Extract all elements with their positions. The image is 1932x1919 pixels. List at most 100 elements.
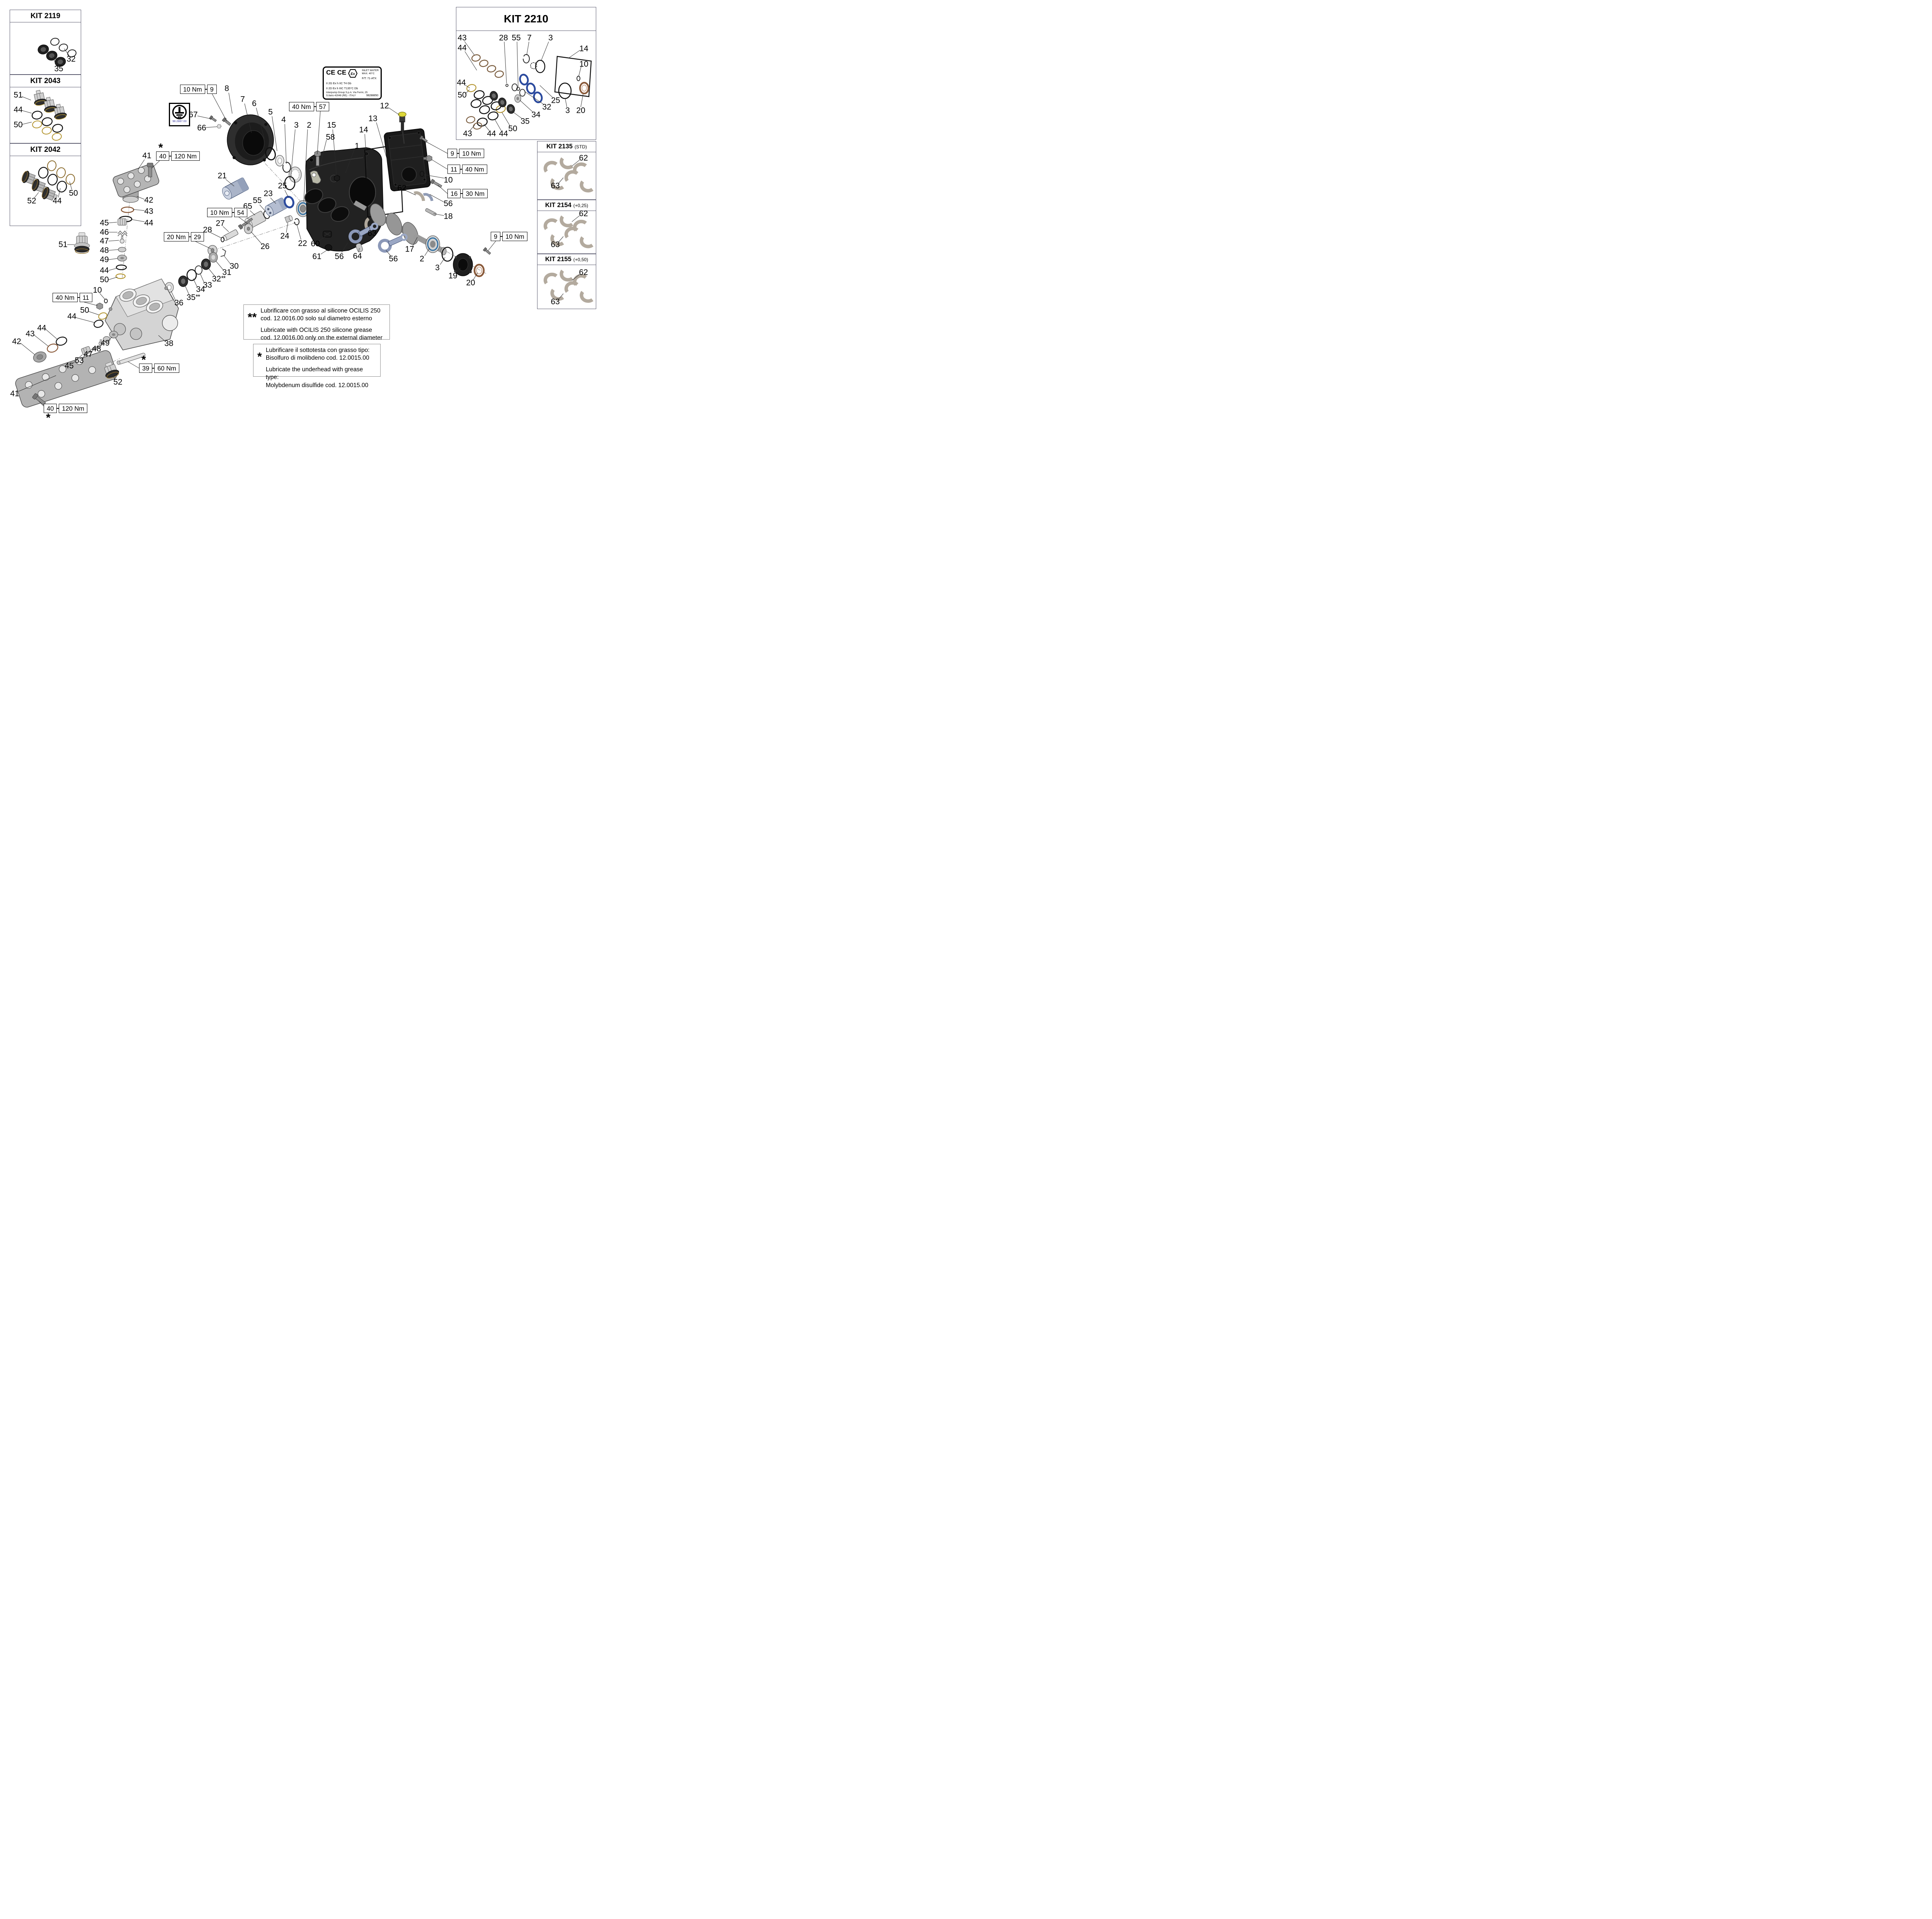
kit-box-2042: KIT 2042 <box>10 143 81 226</box>
part-number-box: 11 <box>79 293 92 302</box>
screw-67 <box>209 115 217 122</box>
part-number-callout: 14 <box>579 44 588 53</box>
seat-49-bottom <box>109 331 118 338</box>
o-ring-50-bottom <box>98 312 107 320</box>
kit-title-text: KIT 2154 <box>545 202 571 209</box>
part-number-callout: 2 <box>420 254 424 263</box>
part-number-callout: 44 <box>37 323 46 333</box>
part-number-callout: 44 <box>100 266 109 275</box>
part-number-box: 40 <box>44 404 57 413</box>
rear-cover-13 <box>384 128 431 192</box>
part-number-callout: 67 <box>189 110 198 119</box>
bolt-16 <box>430 178 442 188</box>
part-number-callout: 63 <box>551 240 560 249</box>
roller-bearing-2-right <box>425 235 440 253</box>
part-number-callout: 46 <box>100 228 109 237</box>
part-number-callout: 8 <box>224 84 229 93</box>
part-number-callout: 1 <box>355 141 359 151</box>
spring-46 <box>117 230 128 237</box>
kit-title-2210: KIT 2210 <box>456 7 596 31</box>
part-number-callout: 42 <box>144 195 153 205</box>
part-number-callout: 44 <box>487 129 496 138</box>
ft-code-text: F/T: 71-ATX <box>362 76 377 80</box>
part-number-callout: 18 <box>444 212 453 221</box>
part-number-callout: 56 <box>389 254 398 263</box>
note-marker: * <box>257 350 262 363</box>
part-number-callout: 3 <box>548 33 553 42</box>
part-number-callout: 45 <box>65 361 74 371</box>
part-number-callout: 58 <box>326 133 335 142</box>
part-number-callout: 45 <box>100 218 109 228</box>
label-part-code: 98288850 <box>366 94 378 97</box>
bearing-shell-icon <box>580 291 594 303</box>
kit-title-2119: KIT 2119 <box>10 10 81 22</box>
part-number-box: 11 <box>447 165 461 174</box>
part-number-callout: 51 <box>58 240 68 249</box>
part-number-callout: 3 <box>565 106 570 115</box>
washer-6 <box>275 155 284 167</box>
part-number-callout: 64 <box>353 252 362 261</box>
part-number-callout: 56 <box>335 252 344 261</box>
part-number-callout: 2 <box>307 121 311 130</box>
valve-cartridge-52 <box>104 362 119 379</box>
part-number-callout: 43 <box>463 129 472 138</box>
part-number-callout: 62 <box>579 268 588 277</box>
retainer-30 <box>220 248 226 257</box>
part-number-callout: 42 <box>12 337 21 346</box>
part-number-callout: 13 <box>368 114 378 123</box>
atex-rating-plate: CE CE Ex INLET WATER MAX. 40°C F/T: 71-A… <box>323 66 382 100</box>
o-ring-28 <box>221 237 224 242</box>
part-number-callout: 12 <box>380 101 389 110</box>
o-ring-3-right <box>441 246 454 262</box>
part-number-callout: 25 <box>551 96 560 105</box>
part-number-callout: 35 <box>54 64 63 73</box>
bearing-shell-icon <box>564 170 578 182</box>
note-underhead-grease: * Lubrificare il sottotesta con grasso t… <box>253 344 381 389</box>
plunger-27 <box>223 229 238 241</box>
part-number-callout: 41 <box>142 151 151 160</box>
connector-line <box>189 236 191 237</box>
ring-31 <box>209 252 218 263</box>
part-number-callout: 33 <box>203 280 212 290</box>
o-ring-43-bottom <box>47 343 58 353</box>
part-number-callout: 4 <box>281 115 286 124</box>
connecting-rod-56b <box>378 233 408 253</box>
kit-2119-parts <box>37 37 77 67</box>
atex-spec-lines: II 2G Ex h IIC T4 Gb II 2D Ex h IIIC T13… <box>326 82 358 90</box>
part-number-callout: 49 <box>100 338 110 348</box>
part-number-callout: 62 <box>397 184 406 193</box>
o-ring-50 <box>115 273 126 279</box>
part-number-callout: 51 <box>14 90 23 100</box>
part-number-callout: 34 <box>196 285 205 294</box>
hex-plug-15 <box>334 175 340 182</box>
kit-title-text: KIT 2155 <box>545 256 571 263</box>
disc-48 <box>118 247 126 252</box>
part-number-box: 16 <box>447 189 461 198</box>
part-number-callout: 19 <box>448 271 457 280</box>
bolt-9-right-upper <box>419 135 428 143</box>
part-number-callout: 10 <box>579 59 588 69</box>
torque-value-box: 20 Nm <box>164 232 189 241</box>
bearing-shell-62 <box>413 191 425 201</box>
part-number-callout: 34 <box>531 110 541 119</box>
ex-hexagon-icon: Ex <box>348 69 358 78</box>
bearing-shell-icon <box>543 161 558 173</box>
seal-32 <box>201 258 211 270</box>
torque-value-box: 120 Nm <box>171 151 200 161</box>
part-number-callout: 50 <box>508 124 517 133</box>
part-number-callout: 50 <box>100 275 109 284</box>
torque-value-box: 40 Nm <box>289 102 314 111</box>
kit-2210-parts <box>466 54 592 130</box>
kit-box-2154: KIT 2154 (+0,25) <box>537 200 596 254</box>
part-number-callout: 50 <box>457 90 467 100</box>
plug-60 <box>323 231 332 238</box>
torque-value-box: 10 Nm <box>459 149 484 158</box>
